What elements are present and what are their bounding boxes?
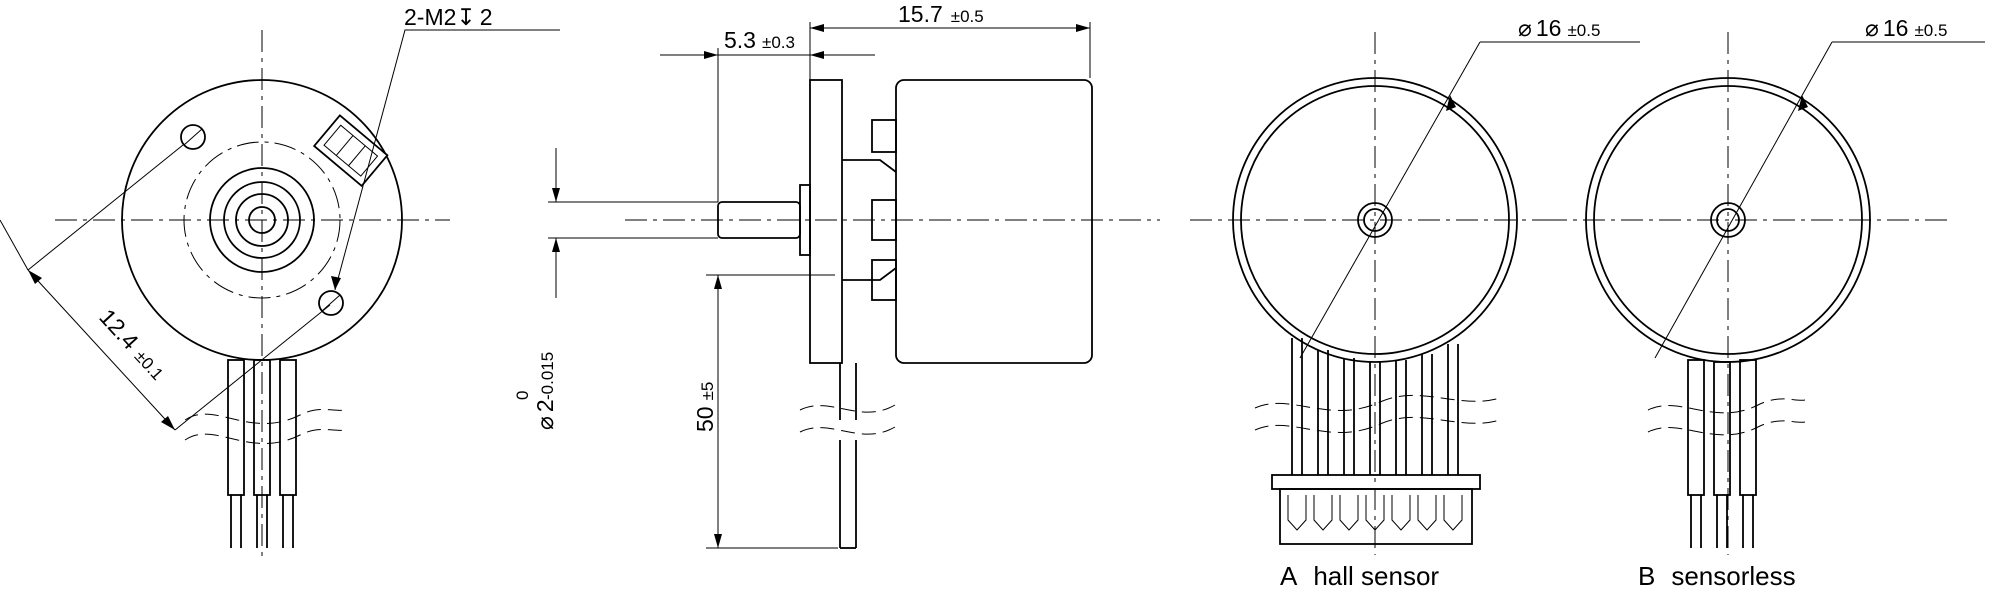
b-break-line-2	[1647, 420, 1806, 436]
depth-symbol: ↧	[456, 4, 475, 30]
shaft-diameter-label: ⌀2	[532, 399, 558, 430]
b-lead-wires	[1687, 359, 1757, 548]
b-shaft-inner	[1716, 208, 1740, 232]
lead-connector	[312, 114, 389, 188]
side-shaft	[717, 201, 801, 239]
flange-dim-value: 5.3	[724, 27, 756, 53]
lead-arrow-bottom	[714, 534, 722, 548]
side-flange-hub	[842, 159, 897, 281]
length-dimension-label: 15.7 ±0.5	[898, 1, 984, 27]
a-diameter-label: ⌀16 ±0.5	[1518, 15, 1600, 41]
shaft-arrow-bottom	[552, 238, 560, 252]
a-connector-body	[1279, 488, 1473, 545]
a-caption-letter: A	[1280, 561, 1298, 591]
diag-arrow-b	[161, 416, 175, 430]
side-break-line-1	[799, 404, 896, 413]
front-shaft	[248, 206, 276, 234]
b-diameter-label: ⌀16 ±0.5	[1865, 15, 1947, 41]
flange-arrow-left	[704, 51, 718, 59]
flange-dimension-label: 5.3 ±0.3	[724, 27, 795, 53]
lead-length-value: 50	[692, 406, 718, 432]
b-break-line-1	[1647, 398, 1806, 414]
diag-dimension-line	[27, 269, 176, 431]
a-dia-tol: ±0.5	[1567, 21, 1600, 40]
front-lead-wires	[184, 359, 346, 548]
len-arrow-left	[810, 24, 824, 32]
side-pcb-part-2	[871, 199, 897, 241]
a-shaft-inner	[1363, 208, 1387, 232]
b-diameter-arrow	[1798, 95, 1808, 111]
a-diameter-arrow	[1446, 95, 1456, 111]
a-outer-circle	[1232, 77, 1518, 363]
b-dia-symbol: ⌀	[1865, 15, 1879, 41]
side-view: 15.7±0.5 5.3±0.3 ⌀2 0 -0.015 50±5	[513, 1, 1160, 549]
front-view: 12.4±0.1 2-M2↧2	[0, 4, 560, 560]
front-bearing-inner	[223, 181, 301, 259]
front-bearing-ring	[235, 193, 289, 247]
diag-ext-line-bottom	[174, 304, 331, 431]
side-break-line-2	[799, 426, 896, 435]
b-inner-circle	[1593, 85, 1863, 355]
length-dim-tol: ±0.5	[951, 7, 984, 26]
a-break-line-1	[1254, 394, 1501, 411]
shaft-dia-symbol: ⌀	[532, 416, 558, 430]
front-bearing-boss	[209, 167, 315, 273]
screw-slot-upper	[183, 128, 203, 146]
thread-note-label: 2-M2↧2	[404, 4, 492, 30]
a-connector-pins	[1287, 495, 1463, 531]
a-break-line-2	[1254, 416, 1501, 433]
lead-length-tol: ±5	[698, 382, 717, 401]
thread-note-leader	[334, 29, 560, 291]
side-flange	[809, 79, 843, 364]
diag-arrow-a	[28, 270, 42, 284]
b-shaft-outer	[1710, 202, 1746, 238]
b-caption-text: sensorless	[1671, 561, 1795, 591]
lead-arrow-top	[714, 275, 722, 289]
a-shaft-outer	[1357, 202, 1393, 238]
flange-arrow-right	[810, 51, 824, 59]
diag-dim-tol: ±0.1	[131, 347, 167, 384]
diag-ext-line-a	[0, 219, 29, 271]
side-motor-body	[895, 79, 1093, 364]
shaft-tol-lower: -0.015	[538, 352, 557, 400]
b-dia-tol: ±0.5	[1914, 21, 1947, 40]
a-connector-top	[1271, 474, 1481, 490]
thread-note-arrowhead	[331, 276, 341, 290]
diag-ext-line-top	[27, 144, 184, 271]
front-bolt-circle	[183, 141, 341, 299]
shaft-tol-upper: 0	[513, 391, 532, 400]
thread-depth: 2	[480, 4, 493, 30]
shaft-dia-value: 2	[532, 399, 558, 412]
b-caption-letter: B	[1638, 561, 1655, 591]
side-pcb-part-3	[871, 259, 897, 301]
shaft-arrow-top	[552, 188, 560, 202]
a-dia-symbol: ⌀	[1518, 15, 1532, 41]
diag-dim-value: 12.4	[94, 304, 144, 355]
thread-note-text: 2-M2	[404, 4, 456, 30]
b-diameter-dim-line	[1654, 41, 1833, 359]
flange-dim-tol: ±0.3	[762, 33, 795, 52]
b-dia-value: 16	[1883, 15, 1909, 41]
a-caption-text: hall sensor	[1313, 561, 1439, 591]
lead-length-label: 50±5	[692, 382, 718, 432]
a-dia-value: 16	[1536, 15, 1562, 41]
len-arrow-right	[1076, 24, 1090, 32]
side-pcb-part-1	[871, 119, 897, 153]
a-lead-wires	[1291, 338, 1459, 475]
a-diameter-dim-line	[1299, 41, 1481, 359]
a-inner-circle	[1240, 85, 1510, 355]
length-dim-value: 15.7	[898, 1, 943, 27]
screw-slot-lower	[321, 294, 341, 312]
